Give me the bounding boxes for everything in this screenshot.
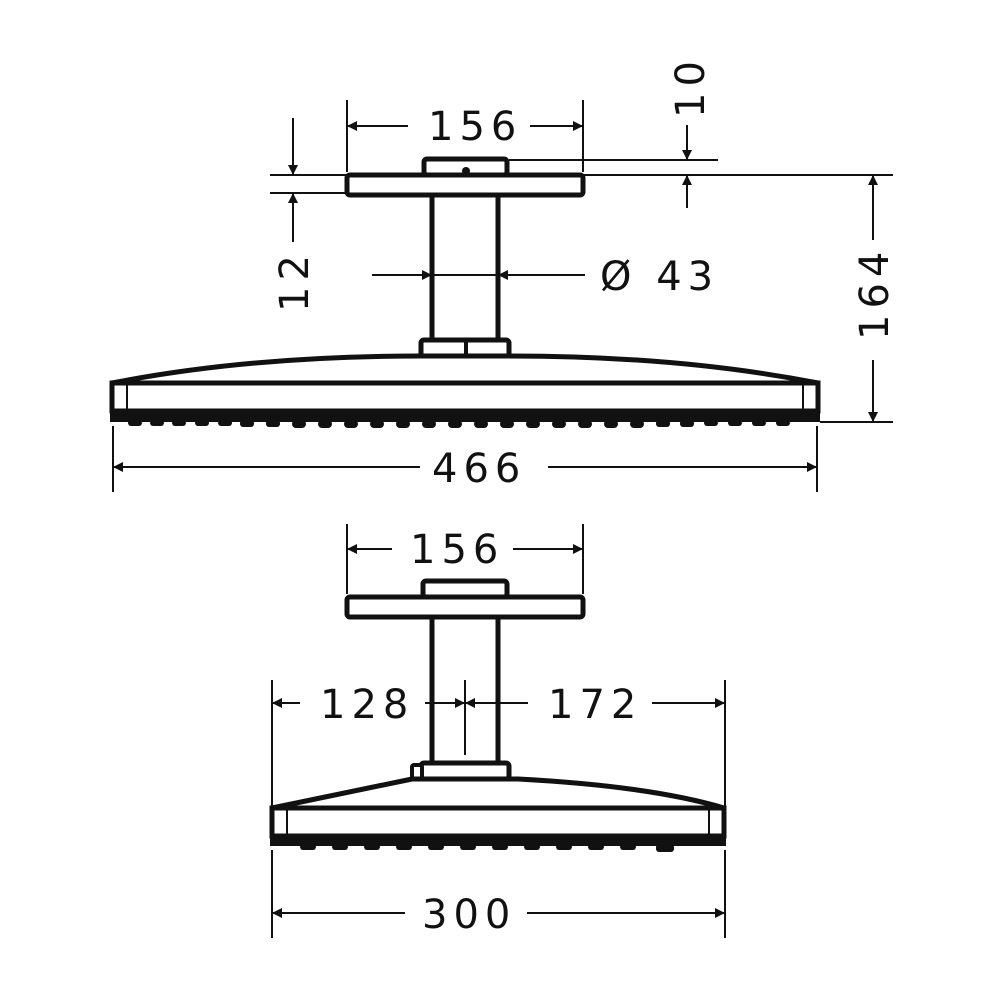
- shower-head-body-side: [269, 805, 727, 839]
- front-elevation-dimensions: [112, 100, 893, 492]
- shower-head-base-plate: [110, 410, 820, 422]
- shower-head-top-curve-side: [271, 776, 725, 811]
- dim-offset-left: 128: [320, 682, 414, 728]
- dim-cap-height: 10: [668, 55, 714, 118]
- dim-offset-right: 172: [548, 682, 642, 728]
- dim-mount-width-top: 156: [428, 104, 522, 150]
- side-elevation-dimensions: [271, 524, 726, 938]
- dim-mount-plate-thickness: 12: [272, 249, 318, 312]
- mount-plate-side: [344, 594, 586, 620]
- dim-head-depth: 300: [422, 892, 516, 938]
- dim-total-height: 164: [852, 246, 898, 340]
- dim-mount-width-side: 156: [410, 527, 504, 573]
- shower-head-top-curve: [111, 353, 819, 386]
- shower-head-body: [109, 380, 821, 414]
- mount-plate: [344, 172, 586, 198]
- nozzle-row-side: [300, 844, 674, 852]
- side-elevation-view: [269, 578, 727, 852]
- nozzle-row: [128, 420, 790, 428]
- dim-head-width: 466: [432, 446, 526, 492]
- dim-arm-diameter: Ø 43: [600, 254, 719, 300]
- front-elevation-view: [109, 156, 821, 428]
